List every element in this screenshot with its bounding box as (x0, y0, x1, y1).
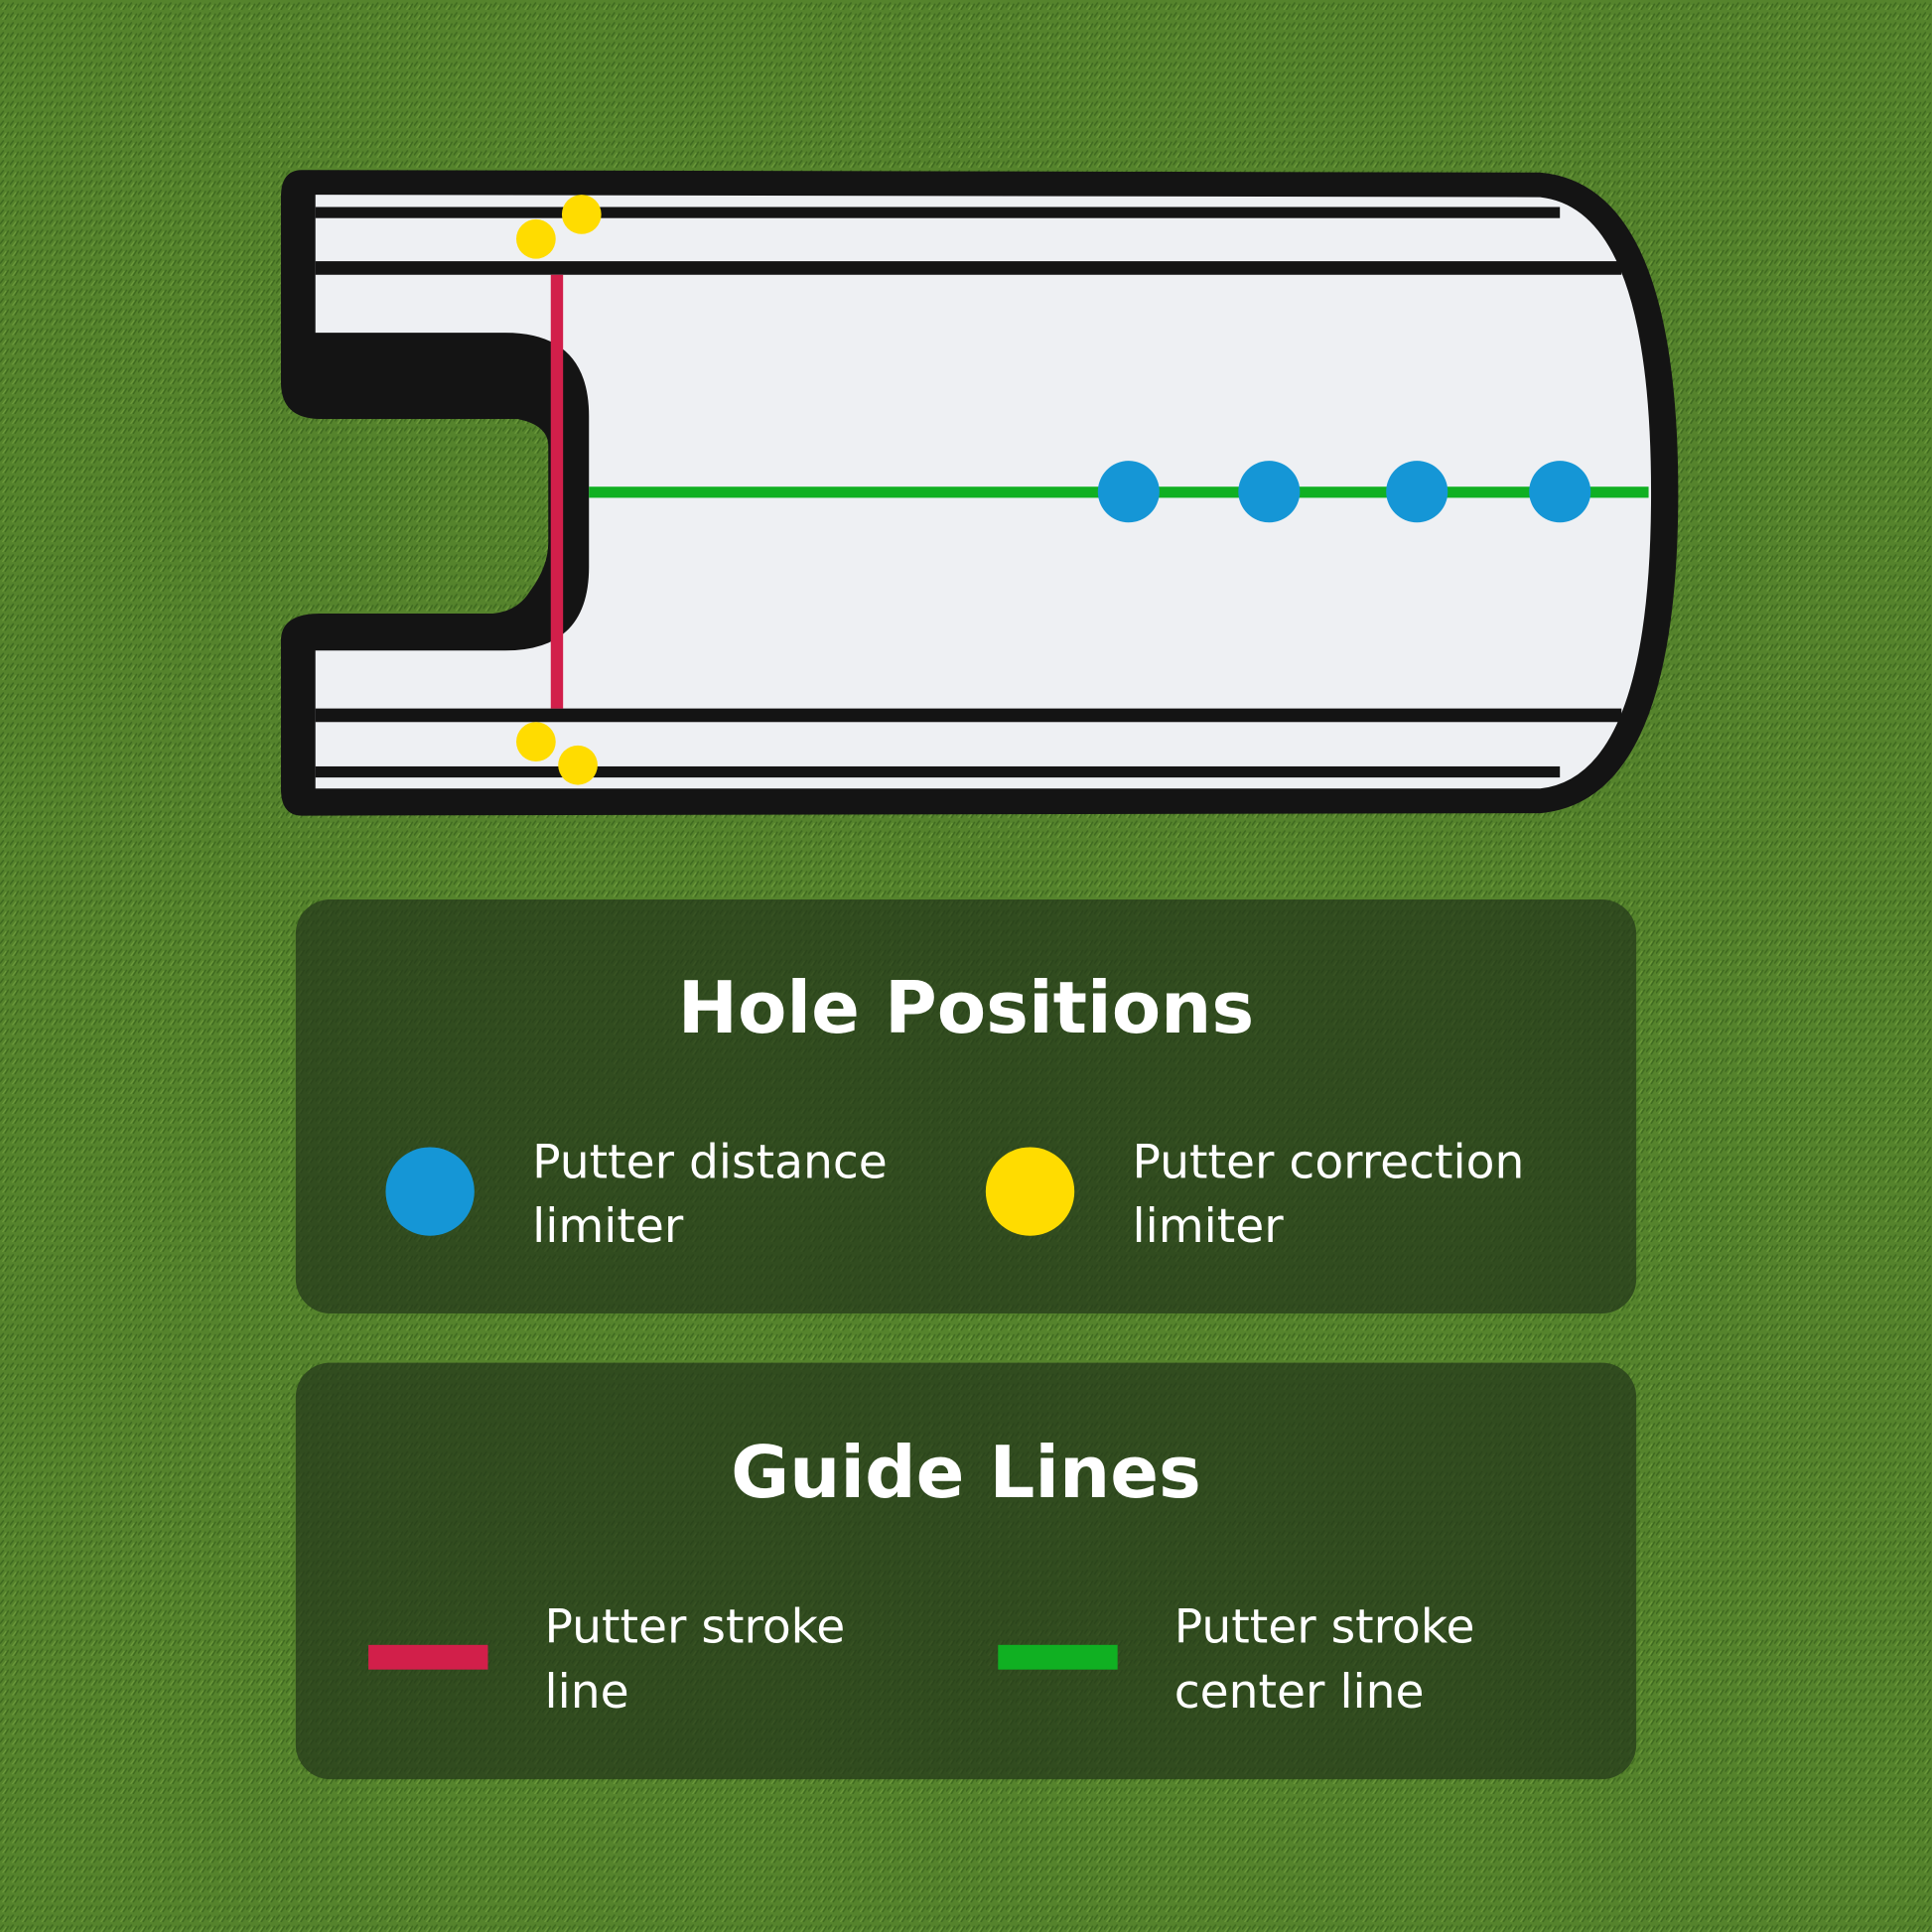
panel-title: Hole Positions (678, 966, 1255, 1049)
legend-label: Putter stroke (1174, 1599, 1475, 1654)
legend-label: Putter correction (1133, 1135, 1525, 1189)
distance-hole (1529, 461, 1591, 523)
legend-label: Putter stroke (545, 1599, 846, 1654)
mat-stripe (315, 708, 1622, 723)
legend-label: line (545, 1665, 629, 1720)
green-line-icon (998, 1644, 1118, 1670)
legend-label: limiter (532, 1199, 684, 1254)
legend-label: Putter distance (532, 1135, 888, 1189)
putting-mat (280, 170, 1679, 816)
correction-hole (516, 722, 556, 761)
mat-stripe (315, 765, 1561, 778)
correction-hole (516, 218, 556, 259)
distance-hole (1386, 461, 1449, 523)
mat-stripe (315, 261, 1622, 275)
mat-stripe (315, 207, 1561, 218)
distance-hole (1097, 461, 1160, 523)
legend-label: center line (1174, 1665, 1425, 1720)
panel-title: Guide Lines (731, 1431, 1201, 1514)
hole-positions-panel: Hole Positions Putter distance limiter P… (295, 898, 1637, 1313)
red-line-icon (368, 1644, 488, 1670)
legend-label: limiter (1133, 1199, 1285, 1254)
correction-hole (558, 745, 598, 785)
guide-lines-panel: Guide Lines Putter stroke line Putter st… (295, 1362, 1637, 1780)
distance-hole (1238, 461, 1301, 523)
yellow-dot-icon (985, 1147, 1075, 1236)
putter-stroke-line (550, 274, 564, 709)
correction-hole (561, 195, 602, 234)
blue-dot-icon (385, 1147, 475, 1236)
